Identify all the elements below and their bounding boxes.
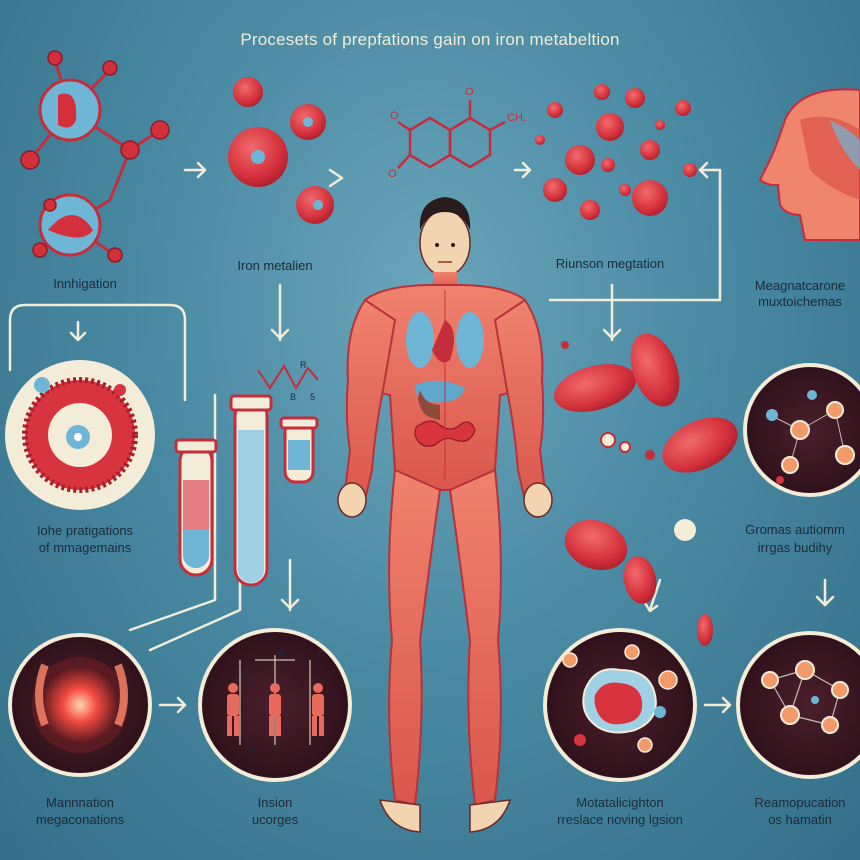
connector-line-icon xyxy=(128,393,217,632)
heart-icon xyxy=(432,320,454,363)
label-bottom-right-2: os hamatin xyxy=(768,812,832,827)
arrow-down-icon xyxy=(280,558,300,612)
cell-ring-diagram xyxy=(5,360,155,510)
head-profile-icon xyxy=(758,88,860,241)
label-top-right-2: muxtoichemas xyxy=(758,294,842,309)
label-mid-right-1: Gromas autiomm xyxy=(745,522,845,537)
molecular-network-diagram xyxy=(736,631,860,779)
arrow-down-icon xyxy=(815,578,835,607)
mini-label: B xyxy=(290,392,297,402)
arrow-right-icon xyxy=(703,696,732,714)
lung-icon xyxy=(406,312,434,368)
label-bottom-left-1: Mannnation xyxy=(46,795,114,810)
chem-label: O xyxy=(465,86,474,98)
atom-icon xyxy=(150,120,170,140)
label-bottom-right-mid-2: rreslace noving lgsion xyxy=(557,812,683,827)
network-cell-diagram xyxy=(743,363,860,497)
label-bottom-mid-1: Insion xyxy=(257,795,293,810)
label-bottom-left-2: megaconations xyxy=(35,812,125,827)
arrow-right-icon xyxy=(183,161,207,179)
arrow-right-icon xyxy=(158,696,187,714)
human-body-figure xyxy=(337,197,553,833)
chem-label: CH, xyxy=(507,112,526,124)
label-top-mid: Iron metalien xyxy=(237,258,313,273)
iron-cells-cluster xyxy=(228,77,334,224)
red-blood-cells-cluster xyxy=(554,333,738,646)
label-mid-right-2: irrgas budihy xyxy=(757,540,833,555)
test-tube-icon xyxy=(174,438,218,577)
cell-absorption-diagram xyxy=(543,628,697,782)
stomach-icon xyxy=(415,380,465,403)
label-mid-left-2: of mmagemains xyxy=(38,540,132,555)
atom-icon xyxy=(32,242,48,258)
glowing-cell-diagram xyxy=(8,633,152,777)
molecule-heme-icon xyxy=(48,215,93,238)
label-top-left: Innhigation xyxy=(53,276,117,291)
arrow-down-icon xyxy=(270,283,290,342)
atom-icon xyxy=(107,247,123,263)
atom-icon xyxy=(43,198,57,212)
test-tube-icon xyxy=(229,394,273,587)
label-bottom-right-mid-1: Motatalicighton xyxy=(576,795,664,810)
mini-label: A xyxy=(245,672,252,682)
page-title: Procesets of prepfations gain on iron me… xyxy=(240,30,620,49)
atom-icon xyxy=(47,50,63,66)
mini-label: Fr xyxy=(248,745,257,755)
label-top-right-mid: Riunson megtation xyxy=(555,256,665,271)
connector-line-icon xyxy=(8,303,187,402)
chem-label: O xyxy=(388,168,397,180)
liver-icon xyxy=(418,390,440,420)
label-mid-left-1: Iohe pratigations xyxy=(36,523,134,538)
red-cells-cluster xyxy=(535,84,697,220)
wave-graph-icon xyxy=(257,364,319,391)
mini-label: F xyxy=(318,650,324,660)
chemical-structure-icon xyxy=(397,100,506,169)
test-tube-icon xyxy=(279,416,319,484)
label-top-right-1: Meagnatcarone xyxy=(754,278,846,293)
arrow-right-icon xyxy=(513,161,532,179)
atom-icon xyxy=(120,140,140,160)
arrow-down-icon xyxy=(69,320,87,342)
body-comparison-diagram xyxy=(198,628,352,782)
cell-icon xyxy=(233,77,263,107)
molecule-heme-icon xyxy=(58,93,77,128)
lung-icon xyxy=(456,312,484,368)
chevron-right-icon xyxy=(328,168,344,188)
mini-label: R xyxy=(300,360,307,370)
connector-arrow-icon xyxy=(548,161,722,302)
chem-label: O xyxy=(390,110,399,122)
atom-icon xyxy=(20,150,40,170)
mini-label: 5 xyxy=(310,392,316,402)
arrow-down-icon xyxy=(602,283,622,342)
label-bottom-right-1: Reamopucation xyxy=(754,795,846,810)
atom-icon xyxy=(102,60,118,76)
arrow-down-icon xyxy=(643,578,662,613)
label-bottom-mid-2: ucorges xyxy=(251,812,299,827)
mini-label: Hr xyxy=(277,648,287,658)
